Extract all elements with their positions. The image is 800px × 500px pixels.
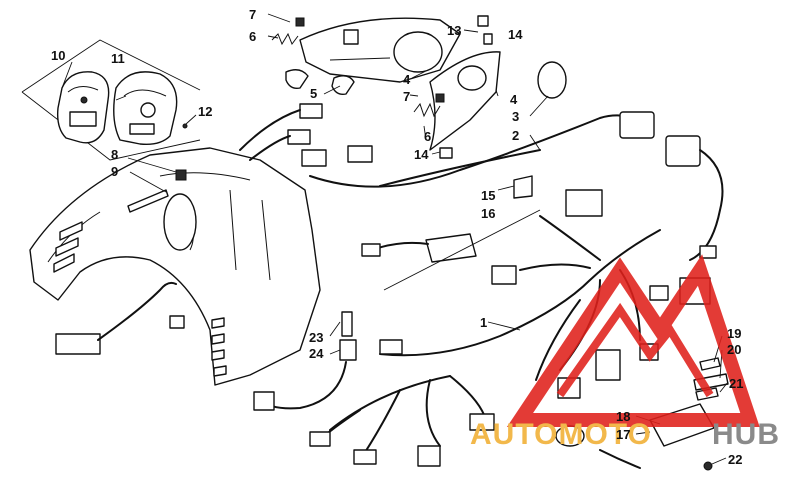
callout-1: 1 [480, 315, 488, 330]
nut-22 [703, 461, 713, 471]
callout-22: 22 [728, 452, 743, 467]
callout-7b: 7 [403, 89, 411, 104]
connector-1b [491, 265, 517, 285]
headlight-harness-2 [239, 103, 724, 261]
small-connector [169, 315, 185, 329]
callout-7a: 7 [249, 7, 257, 22]
callout-11: 11 [111, 51, 125, 66]
connector-1l [379, 339, 403, 355]
bulb-socket-5b [331, 75, 355, 96]
callout-19: 19 [727, 326, 742, 341]
callout-5: 5 [310, 86, 318, 101]
callout-14a: 14 [508, 27, 523, 42]
connector-1m [699, 245, 717, 259]
callout-4b: 4 [510, 92, 518, 107]
main-connector [55, 333, 101, 355]
callout-18: 18 [616, 409, 631, 424]
side-panel [429, 51, 501, 151]
connector-1d [649, 285, 669, 301]
connector-1a [565, 189, 603, 217]
connector-1j [353, 449, 377, 465]
callout-24: 24 [309, 346, 324, 361]
watermark-logo [506, 254, 760, 427]
spring-6b [413, 102, 441, 118]
callout-14b: 14 [414, 147, 429, 162]
watermark-word-right: HUB [712, 418, 780, 451]
callout-8: 8 [111, 147, 119, 162]
callout-3: 3 [512, 109, 520, 124]
connector-1k [309, 431, 331, 447]
connector-1e [595, 349, 621, 381]
callout-6a: 6 [249, 29, 257, 44]
spring-6 [271, 32, 299, 46]
bulb-harness-24 [253, 311, 357, 411]
ring-3 [537, 61, 567, 99]
headlight-housing [299, 17, 461, 83]
watermark-word-left: AUTOMOTO [470, 418, 652, 451]
clip-14c [439, 147, 453, 159]
callout-9: 9 [111, 164, 119, 179]
screw-12 [182, 123, 188, 129]
callout-12: 12 [198, 104, 213, 119]
callout-16: 16 [481, 206, 496, 221]
callout-20: 20 [727, 342, 742, 357]
clip-14b [483, 33, 493, 45]
callout-21: 21 [729, 376, 744, 391]
front-hood [29, 147, 321, 386]
gauge-group-bracket [21, 39, 201, 161]
gauge-cover [113, 71, 178, 146]
connector-16 [361, 243, 381, 257]
callout-17: 17 [616, 427, 631, 442]
module-16 [425, 233, 477, 263]
callout-10: 10 [51, 48, 66, 63]
callout-23: 23 [309, 330, 324, 345]
clip-15 [513, 175, 533, 199]
screw-7b [435, 93, 445, 103]
callout-6b: 6 [424, 129, 432, 144]
callout-13: 13 [447, 23, 462, 38]
clip-14 [477, 15, 489, 27]
connector-1h [469, 413, 495, 431]
callout-4a: 4 [403, 72, 411, 87]
screw-9 [127, 189, 169, 213]
callout-2: 2 [512, 128, 520, 143]
clip-8 [175, 169, 187, 181]
connector-1i [417, 445, 441, 467]
screw-7 [295, 17, 305, 27]
bulb-socket-5a [285, 69, 309, 90]
callout-15: 15 [481, 188, 496, 203]
bolt-19 [699, 357, 721, 371]
speedometer-gauge [56, 71, 110, 144]
